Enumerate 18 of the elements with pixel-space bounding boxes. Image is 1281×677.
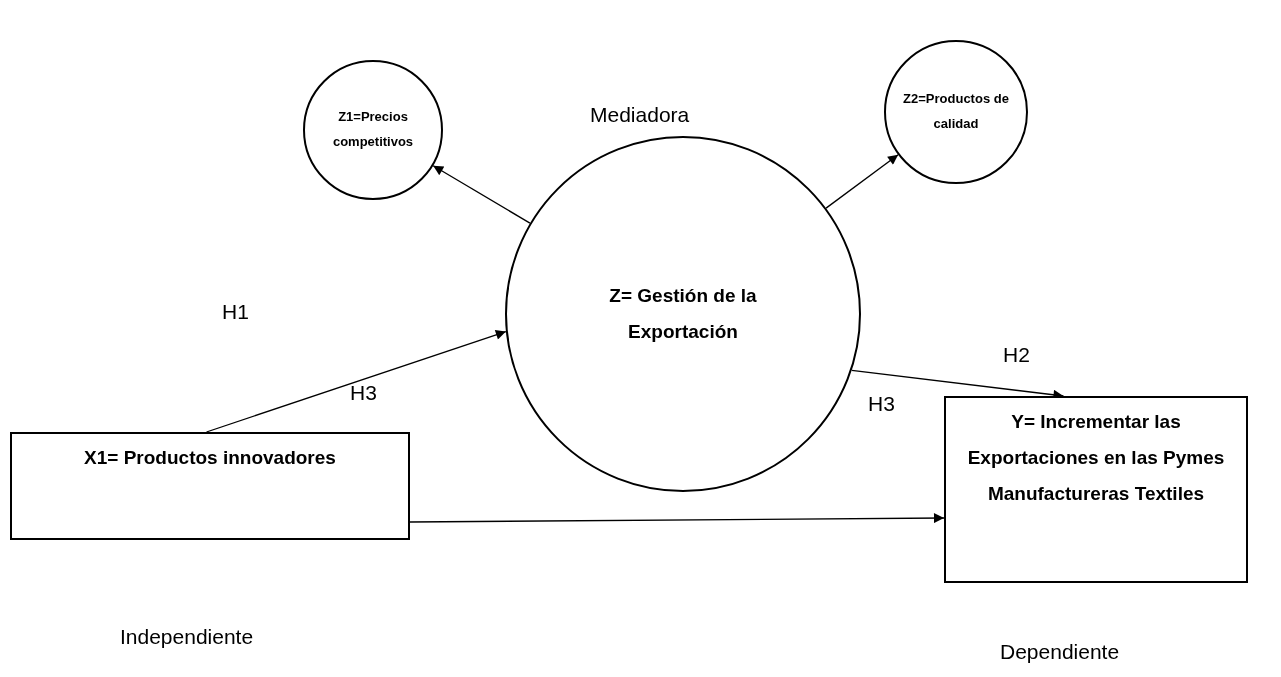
variable-label: X1= Productos innovadores [84, 446, 336, 470]
hypothesis-label: H1 [222, 300, 249, 324]
role-label: Mediadora [590, 103, 690, 127]
variable-label: Y= Incrementar las Exportaciones en las Pymes Manufactureras Textiles [966, 410, 1226, 507]
hypothesis-label: H3 [350, 381, 377, 405]
hypothesis-label: H2 [1003, 343, 1030, 367]
arrow [409, 513, 945, 524]
arrow [205, 329, 507, 433]
variable-label: Z= Gestión de la Exportación [608, 283, 758, 344]
role-label: Independiente [120, 625, 254, 649]
variable-label: Z1=Precios competitivos [331, 108, 415, 151]
arrow [825, 154, 899, 209]
role-label: Dependiente [1000, 640, 1120, 664]
hypothesis-label: H3 [868, 392, 895, 416]
variable-box [944, 396, 1248, 583]
arrow [432, 165, 531, 224]
variable-box [10, 432, 410, 540]
variable-label: Z2=Productos de calidad [902, 90, 1010, 133]
